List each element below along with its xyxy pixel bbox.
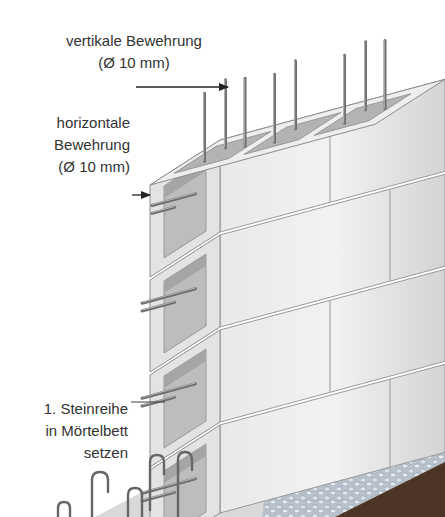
vertical-bar — [224, 80, 227, 148]
horizontal-bar — [142, 302, 175, 311]
block-joint — [389, 189, 390, 281]
callout-label: horizontale Bewehrung (Ø 10 mm) — [34, 112, 130, 178]
callout-label: 1. Steinreihe in Mörtelbett setzen — [30, 398, 128, 464]
bar-highlight — [343, 55, 344, 123]
bar-highlight — [142, 288, 196, 302]
leader-arrow — [132, 194, 150, 195]
horizontal-bar — [152, 194, 196, 206]
core-opening — [174, 131, 271, 173]
wall — [150, 79, 445, 517]
leader-line — [131, 401, 165, 402]
block-joint — [389, 379, 390, 467]
vertical-bar — [294, 61, 297, 129]
starter-bars — [58, 452, 192, 517]
bar-highlight — [384, 41, 385, 109]
block-top — [150, 79, 445, 185]
bar-highlight — [142, 301, 175, 310]
vertical-bar — [343, 55, 346, 123]
callout-label: vertikale Bewehrung (Ø 10 mm) — [58, 30, 210, 74]
vertical-bar — [203, 93, 206, 161]
horizontal-bar — [152, 207, 175, 213]
horizontal-bar — [142, 289, 196, 303]
bar-highlight — [152, 193, 196, 205]
vertical-bar — [244, 78, 247, 146]
bar-highlight — [244, 78, 245, 146]
block-joint — [329, 300, 330, 392]
vertical-bar — [384, 41, 387, 109]
bar-highlight — [142, 396, 175, 405]
rebars — [142, 41, 385, 502]
vertical-bar — [364, 42, 367, 110]
bar-highlight — [203, 93, 204, 161]
bar-highlight — [294, 61, 295, 129]
core-opening — [244, 113, 341, 155]
core-opening — [314, 94, 411, 136]
bar-highlight — [273, 74, 274, 142]
horizontal-bar — [142, 384, 196, 398]
horizontal-bar — [142, 492, 175, 501]
leader-arrow — [136, 86, 228, 87]
bar-highlight — [364, 42, 365, 110]
vertical-bar — [273, 74, 276, 142]
bar-highlight — [152, 206, 175, 212]
bar-highlight — [142, 383, 196, 397]
bar-highlight — [224, 80, 225, 148]
bar-highlight — [142, 491, 175, 500]
